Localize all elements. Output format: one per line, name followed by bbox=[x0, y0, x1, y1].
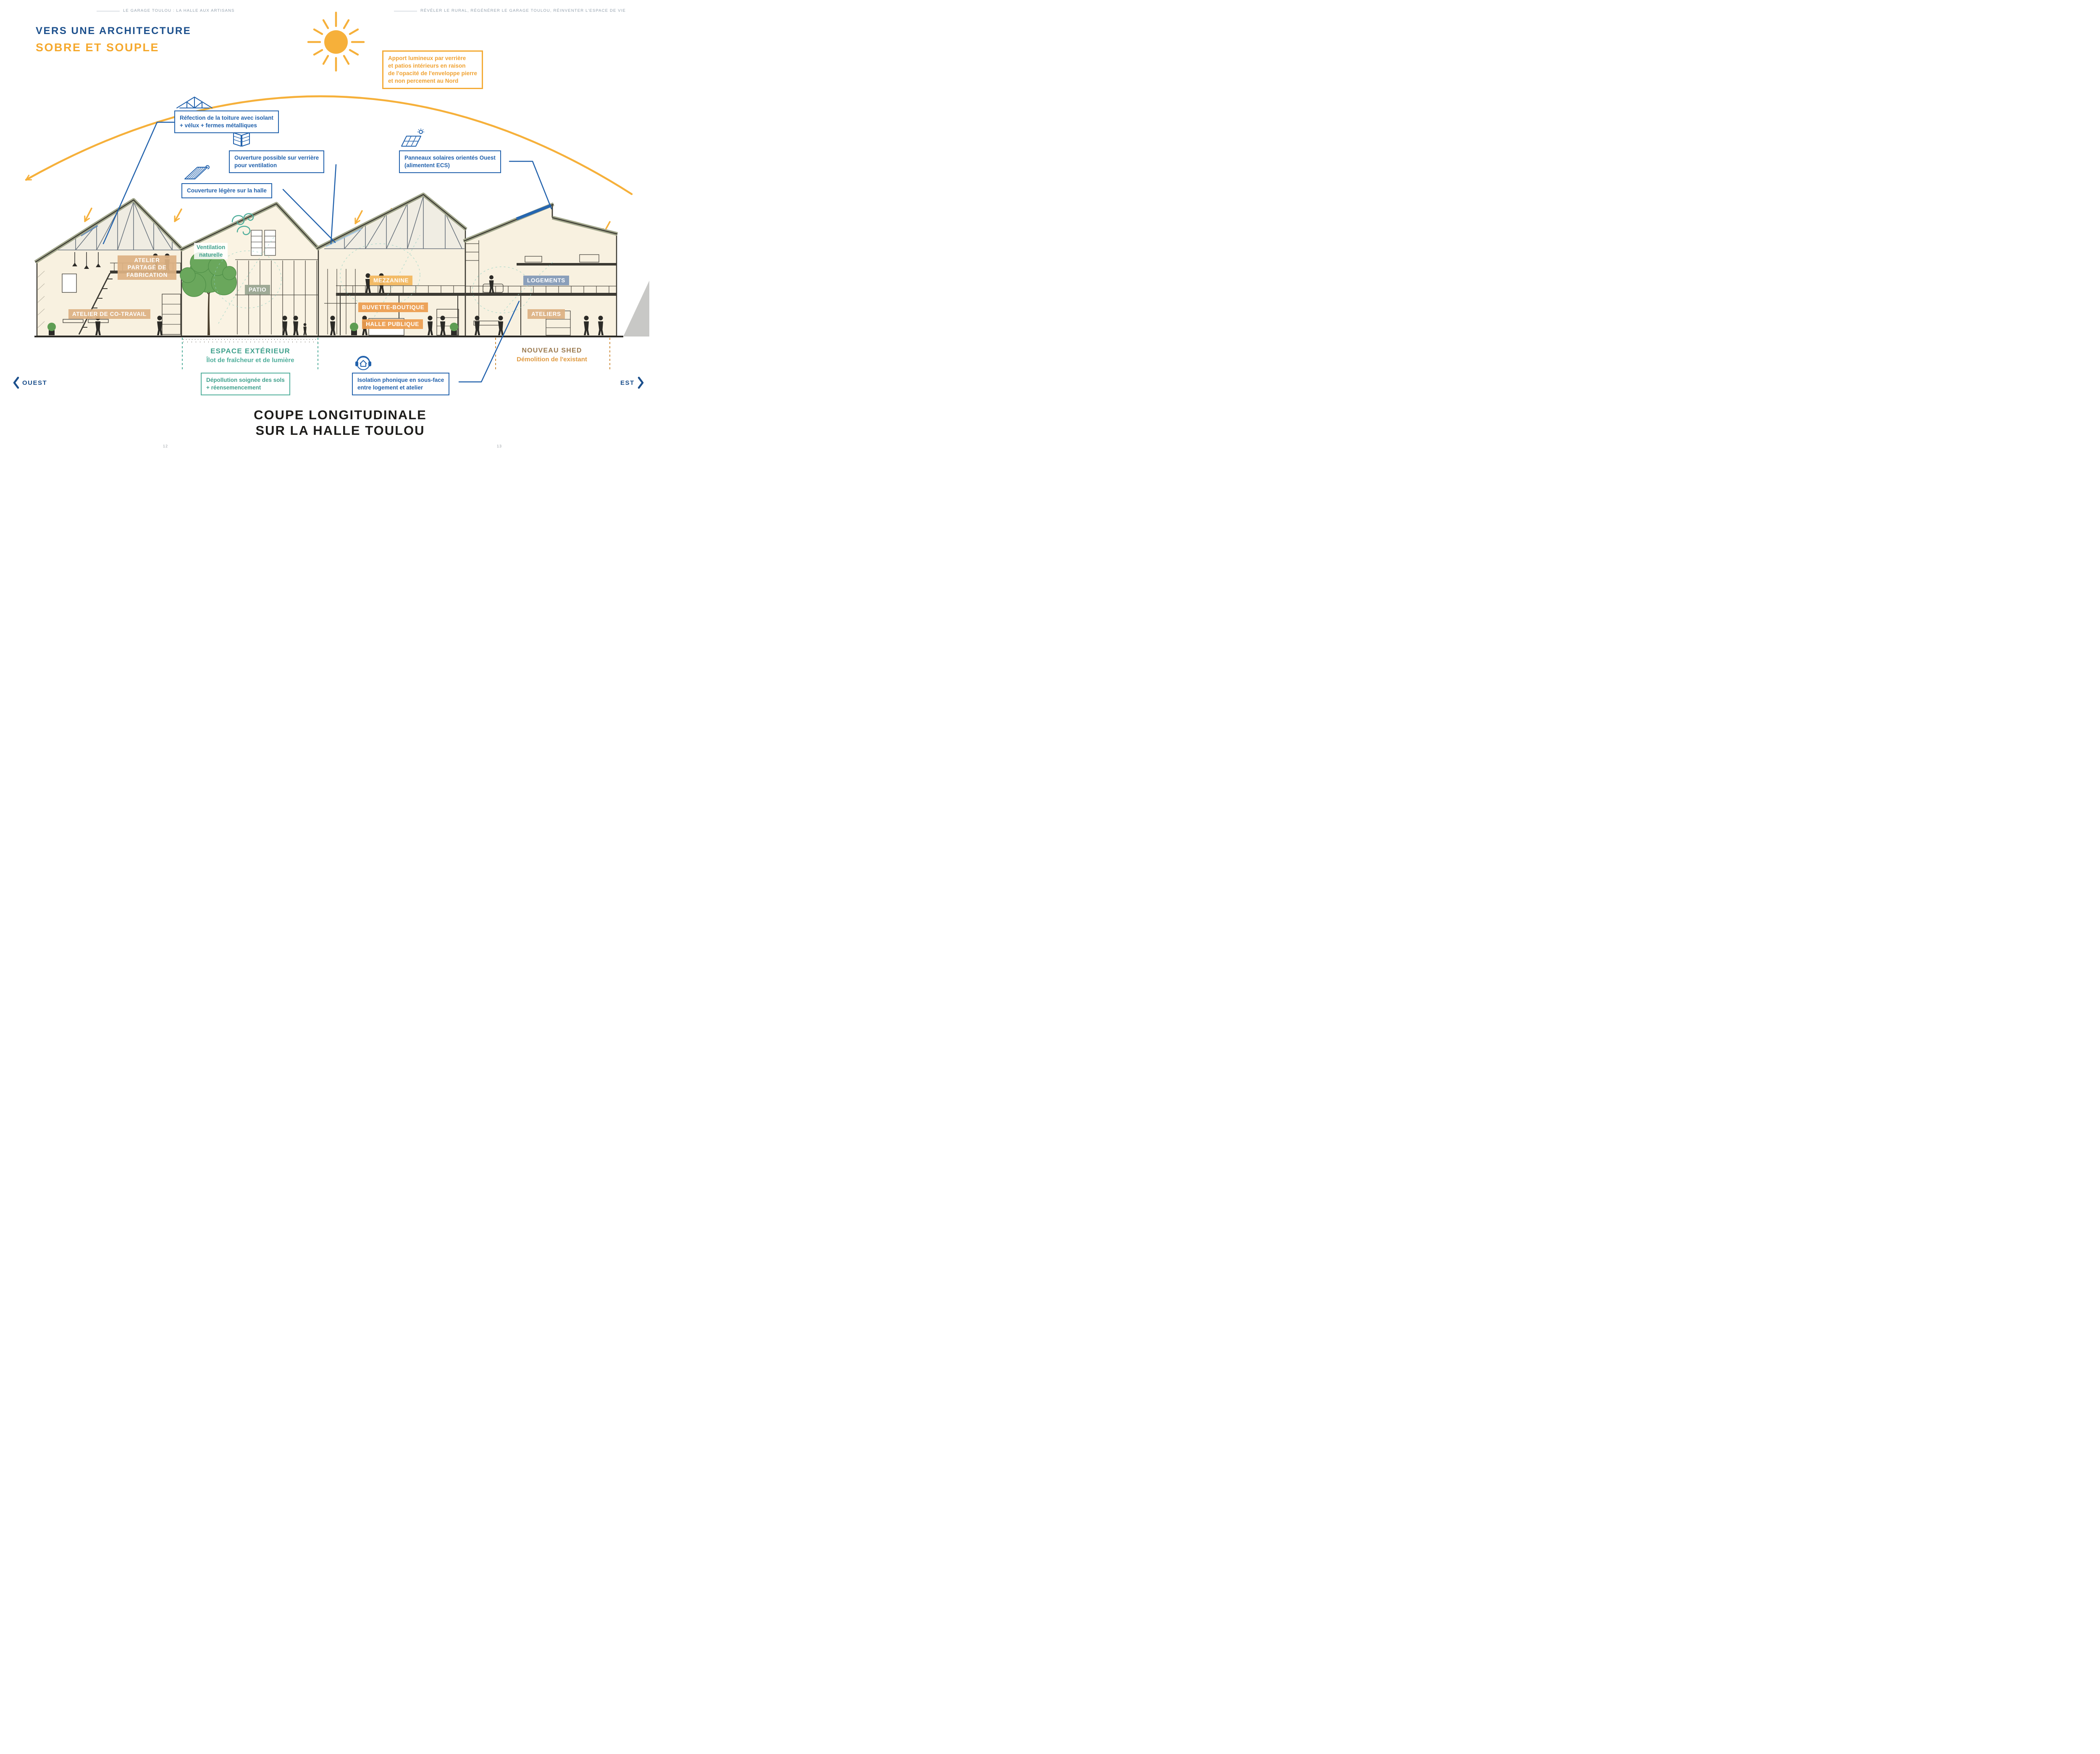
corrugated-roof-icon bbox=[183, 162, 210, 181]
headphones-house-icon bbox=[354, 352, 374, 372]
folding-window-icon bbox=[232, 130, 251, 149]
solar-panels bbox=[516, 204, 552, 221]
shed-section: NOUVEAU SHED Démolition de l'existant bbox=[491, 347, 613, 363]
zone-label-atelier-partage: ATELIER PARTAGÉ DE FABRICATION bbox=[118, 255, 176, 280]
chevron-right-icon bbox=[638, 376, 643, 389]
note-ventilation: Ventilation naturelle bbox=[194, 243, 228, 260]
exterior-subtitle: Îlot de fraîcheur et de lumière bbox=[206, 357, 294, 364]
roofs bbox=[34, 192, 618, 264]
page-number-left: 12 bbox=[163, 444, 168, 448]
leader-lines bbox=[102, 121, 552, 383]
building-halle bbox=[318, 195, 466, 337]
solar-panel-icon bbox=[399, 129, 425, 149]
sun-path-arc bbox=[25, 95, 633, 195]
hillside bbox=[623, 281, 649, 337]
zone-label-atelier-cotravail: ATELIER DE CO-TRAVAIL bbox=[68, 309, 150, 319]
zone-label-logements: LOGEMENTS bbox=[523, 276, 569, 286]
zone-label-buvette: BUVETTE-BOUTIQUE bbox=[358, 302, 428, 313]
header-left: LE GARAGE TOULOU : LA HALLE AUX ARTISANS bbox=[123, 8, 235, 13]
caption-line1: COUPE LONGITUDINALE bbox=[254, 408, 427, 422]
shed-subtitle: Démolition de l'existant bbox=[517, 356, 587, 363]
exterior-dashed-bounds bbox=[182, 338, 318, 371]
note-soil: Dépollution soignée des sols + réensemen… bbox=[201, 373, 290, 396]
page-number-right: 13 bbox=[497, 444, 502, 448]
exterior-section: ESPACE EXTÉRIEUR Îlot de fraîcheur et de… bbox=[183, 347, 318, 364]
wind-swirl-icon bbox=[229, 209, 256, 239]
sun-icon bbox=[307, 11, 365, 72]
plants bbox=[47, 323, 458, 335]
page-title-line2: SOBRE ET SOUPLE bbox=[36, 41, 160, 54]
zone-label-mezzanine: MEZZANINE bbox=[370, 276, 413, 286]
note-cover: Couverture légère sur la halle bbox=[181, 183, 272, 199]
zone-label-ateliers: ATELIERS bbox=[528, 309, 565, 319]
page-title-line1: VERS UNE ARCHITECTURE bbox=[36, 25, 192, 37]
exterior-title: ESPACE EXTÉRIEUR bbox=[210, 347, 290, 355]
note-opening: Ouverture possible sur verrière pour ven… bbox=[229, 150, 325, 174]
patio-tree bbox=[180, 252, 237, 335]
direction-east-label: EST bbox=[620, 379, 635, 387]
note-roof: Réfection de la toiture avec isolant + v… bbox=[174, 110, 279, 134]
direction-east: EST bbox=[620, 376, 644, 389]
roof-truss-icon bbox=[176, 95, 213, 110]
caption-line2: SUR LA HALLE TOULOU bbox=[255, 423, 425, 438]
section-illustration bbox=[25, 11, 649, 383]
direction-west-label: OUEST bbox=[22, 379, 47, 387]
shed-title: NOUVEAU SHED bbox=[522, 347, 582, 354]
note-daylight: Apport lumineux par verrière et patios i… bbox=[382, 50, 483, 89]
note-acoustic: Isolation phonique en sous-face entre lo… bbox=[352, 373, 450, 396]
direction-west: OUEST bbox=[13, 376, 47, 389]
header-right: RÉVÉLER LE RURAL, RÉGÉNÉRER LE GARAGE TO… bbox=[420, 8, 626, 13]
zone-label-patio: PATIO bbox=[245, 285, 270, 295]
note-solar: Panneaux solaires orientés Ouest (alimen… bbox=[399, 150, 501, 174]
chevron-left-icon bbox=[13, 376, 19, 389]
shed-dashed-bounds bbox=[495, 338, 610, 371]
ground-line bbox=[34, 336, 623, 342]
drawing-caption: COUPE LONGITUDINALE SUR LA HALLE TOULOU bbox=[181, 408, 500, 438]
zone-label-halle-publique: HALLE PUBLIQUE bbox=[362, 319, 423, 329]
presentation-page: LE GARAGE TOULOU : LA HALLE AUX ARTISANS… bbox=[0, 0, 649, 452]
